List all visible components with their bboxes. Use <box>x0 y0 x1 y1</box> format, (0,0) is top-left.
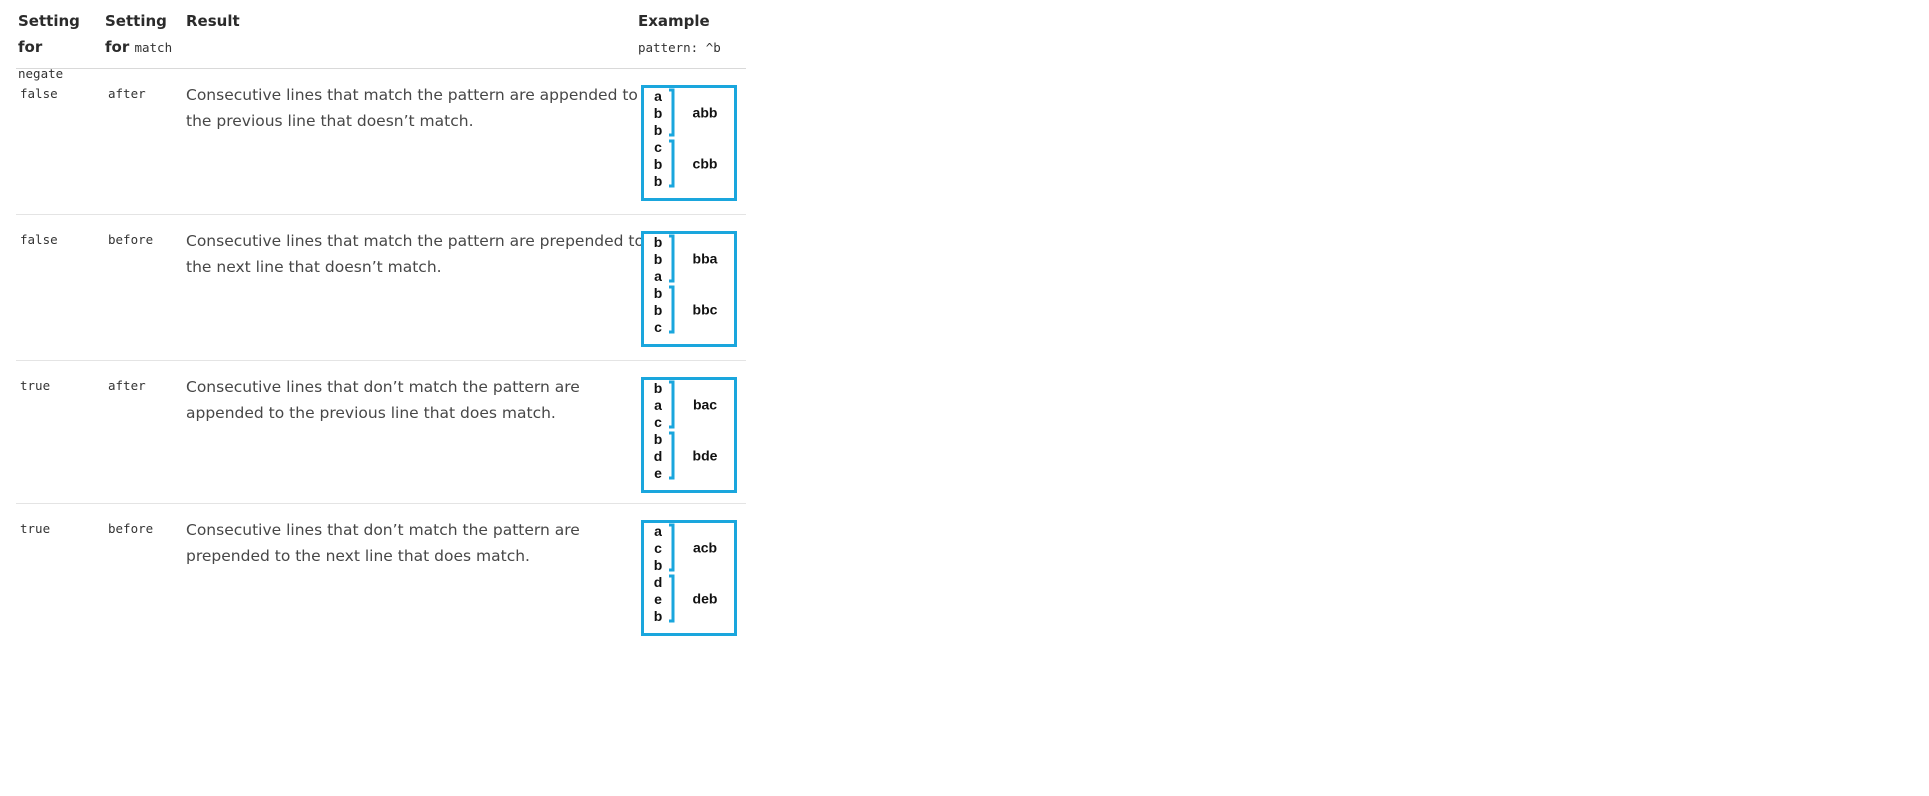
example-line: b <box>654 234 663 250</box>
example-line: b <box>654 285 663 301</box>
negate-value: true <box>20 378 51 393</box>
group-result: bac <box>693 397 717 413</box>
example-line: b <box>654 608 663 624</box>
header-negate-label: Setting for <box>18 12 80 56</box>
header-example-label: Example <box>638 12 710 30</box>
result-line: prepended to the next line that does mat… <box>186 547 530 565</box>
table-row: false before Consecutive lines that matc… <box>16 215 746 361</box>
group-result: deb <box>693 591 718 607</box>
result-text: Consecutive lines that don’t match the p… <box>186 517 646 569</box>
header-match-label: Setting <box>105 12 167 30</box>
example-line: a <box>654 88 662 104</box>
example-line: b <box>654 557 663 573</box>
header-match-for: for <box>105 38 130 56</box>
example-line: b <box>654 122 663 138</box>
result-line: Consecutive lines that don’t match the p… <box>186 521 580 539</box>
group-result: bbc <box>693 302 718 318</box>
match-value: before <box>108 521 154 536</box>
match-value: after <box>108 86 146 101</box>
result-text: Consecutive lines that match the pattern… <box>186 82 646 134</box>
result-line: Consecutive lines that don’t match the p… <box>186 378 580 396</box>
example-line: b <box>654 302 663 318</box>
group-result: bde <box>693 448 718 464</box>
result-line: Consecutive lines that match the pattern… <box>186 86 638 104</box>
group-bracket <box>669 139 675 188</box>
multiline-settings-table: Setting for negate Setting for match Res… <box>16 8 746 649</box>
example-line: b <box>654 173 663 189</box>
example-line: b <box>654 380 663 396</box>
table-header: Setting for negate Setting for match Res… <box>16 8 746 81</box>
example-line: b <box>654 156 663 172</box>
example-line: b <box>654 431 663 447</box>
header-match-code: match <box>134 40 173 55</box>
example-border <box>641 85 737 201</box>
table-row: false after Consecutive lines that match… <box>16 69 746 215</box>
example-border <box>641 231 737 347</box>
header-negate: Setting for negate <box>18 8 103 87</box>
example-border <box>641 377 737 493</box>
example-line: c <box>654 540 662 556</box>
example-line: b <box>654 251 663 267</box>
table-row: true after Consecutive lines that don’t … <box>16 361 746 504</box>
match-value: after <box>108 378 146 393</box>
result-text: Consecutive lines that match the pattern… <box>186 228 646 280</box>
header-example: Example pattern: ^b <box>638 8 758 61</box>
result-line: Consecutive lines that match the pattern… <box>186 232 644 250</box>
negate-value: false <box>20 86 58 101</box>
group-result: acb <box>693 540 717 556</box>
header-result: Result <box>186 12 240 30</box>
group-result: bba <box>693 251 718 267</box>
group-bracket <box>669 523 675 572</box>
match-value: before <box>108 232 154 247</box>
result-line: appended to the previous line that does … <box>186 404 556 422</box>
negate-value: false <box>20 232 58 247</box>
example-line: c <box>654 414 662 430</box>
example-line: a <box>654 397 662 413</box>
header-example-code: pattern: ^b <box>638 40 721 55</box>
group-result: cbb <box>693 156 718 172</box>
negate-value: true <box>20 521 51 536</box>
result-text: Consecutive lines that don’t match the p… <box>186 374 646 426</box>
table-row: true before Consecutive lines that don’t… <box>16 504 746 649</box>
group-bracket <box>669 380 675 429</box>
example-line: c <box>654 319 662 335</box>
result-line: the previous line that doesn’t match. <box>186 112 474 130</box>
example-line: d <box>654 448 663 464</box>
example-line: a <box>654 523 662 539</box>
group-bracket <box>669 574 675 623</box>
example-line: e <box>654 591 662 607</box>
group-result: abb <box>693 105 718 121</box>
example-line: e <box>654 465 662 481</box>
example-line: b <box>654 105 663 121</box>
group-bracket <box>669 234 675 283</box>
header-match: Setting for match <box>105 8 175 61</box>
example-line: c <box>654 139 662 155</box>
group-bracket <box>669 88 675 137</box>
example-border <box>641 520 737 636</box>
group-bracket <box>669 285 675 334</box>
example-line: a <box>654 268 662 284</box>
header-negate-code: negate <box>18 66 64 81</box>
group-bracket <box>669 431 675 480</box>
example-line: d <box>654 574 663 590</box>
result-line: the next line that doesn’t match. <box>186 258 442 276</box>
